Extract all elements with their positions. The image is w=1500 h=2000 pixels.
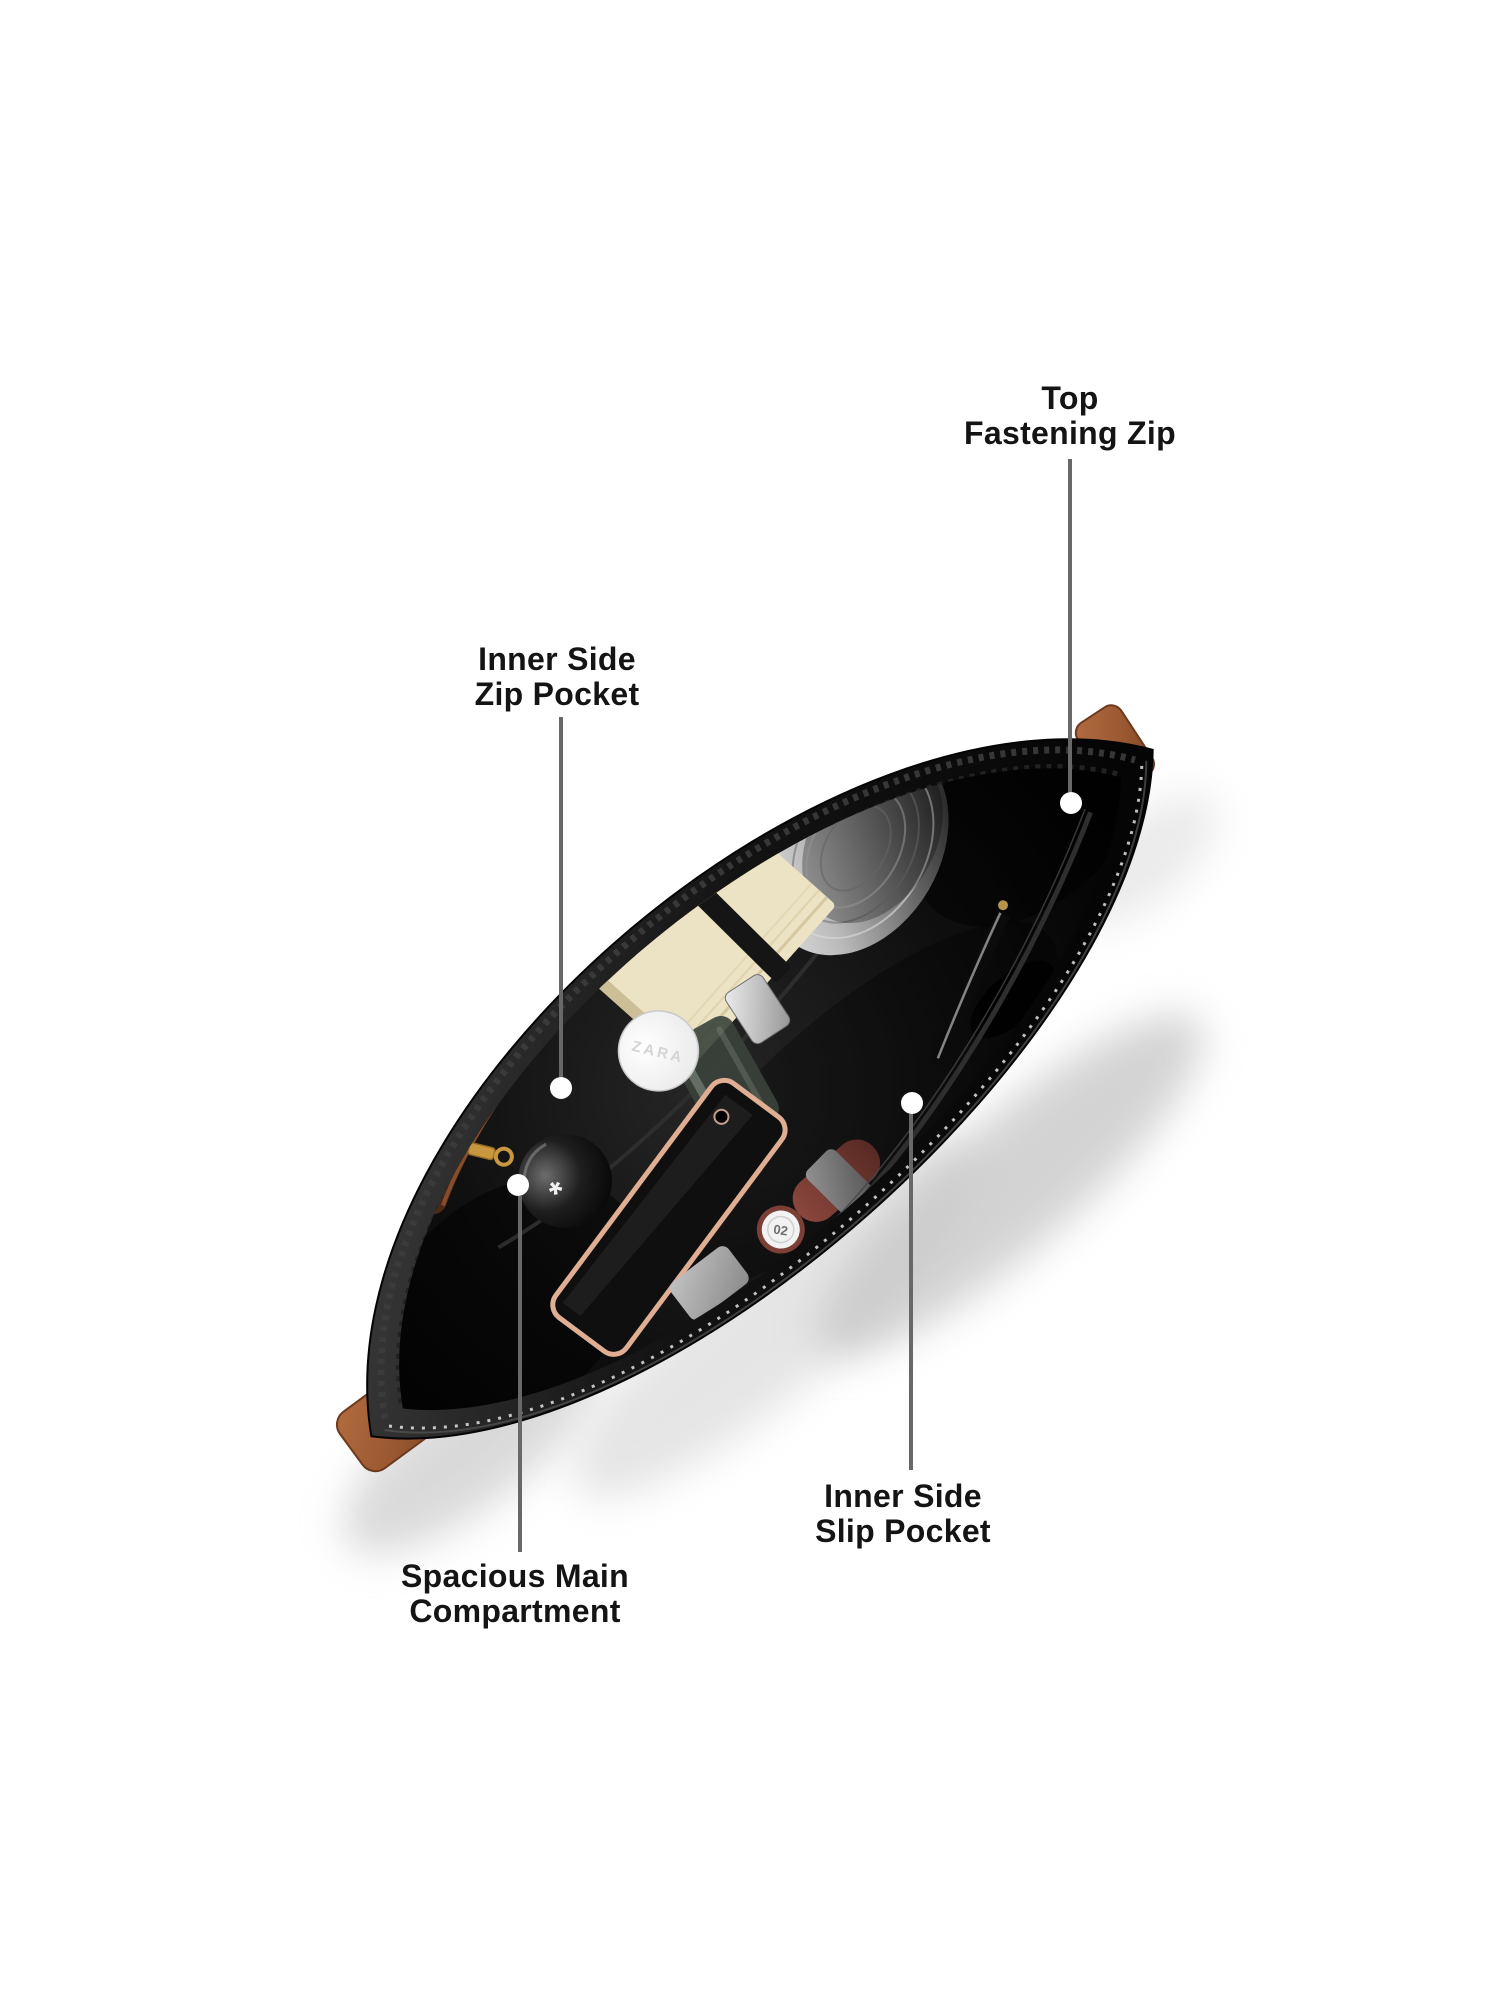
zipper-teeth-outer — [377, 746, 1136, 1420]
label-line: Top — [1041, 380, 1099, 416]
bottle-cap: ZARA — [617, 1010, 700, 1092]
label-inner-side-zip-pocket: Inner Side Zip Pocket — [475, 642, 640, 712]
bag-interior: ZARA * — [375, 712, 1141, 1430]
label-line: Slip Pocket — [815, 1513, 991, 1549]
label-line: Fastening Zip — [964, 415, 1176, 451]
bag-rim-light — [384, 760, 1148, 1434]
lipstick-number-text: 02 — [772, 1222, 789, 1239]
label-line: Zip Pocket — [474, 676, 640, 712]
label-top-fastening-zip: Top Fastening Zip — [964, 381, 1176, 451]
callout-dot-spacious-main-compartment — [507, 1174, 529, 1196]
round-perfume: * — [517, 1133, 612, 1228]
label-line: Inner Side — [478, 641, 636, 677]
callout-dot-inner-side-zip-pocket — [550, 1077, 572, 1099]
callout-line-inner-side-zip-pocket — [559, 717, 563, 1077]
elastic-tab-light — [669, 1246, 749, 1320]
callout-line-inner-side-slip-pocket — [909, 1114, 913, 1470]
label-line: Spacious Main — [401, 1558, 629, 1594]
callout-dot-inner-side-slip-pocket — [901, 1092, 923, 1114]
callout-line-spacious-main-compartment — [518, 1196, 522, 1552]
phone — [550, 1077, 788, 1357]
label-spacious-main-compartment: Spacious Main Compartment — [401, 1559, 629, 1629]
callout-line-top-fastening-zip — [1068, 459, 1072, 792]
label-line: Inner Side — [824, 1478, 982, 1514]
label-line: Compartment — [409, 1593, 621, 1629]
callout-dot-top-fastening-zip — [1060, 792, 1082, 814]
label-inner-side-slip-pocket: Inner Side Slip Pocket — [815, 1479, 991, 1549]
silver-clip — [724, 974, 791, 1045]
